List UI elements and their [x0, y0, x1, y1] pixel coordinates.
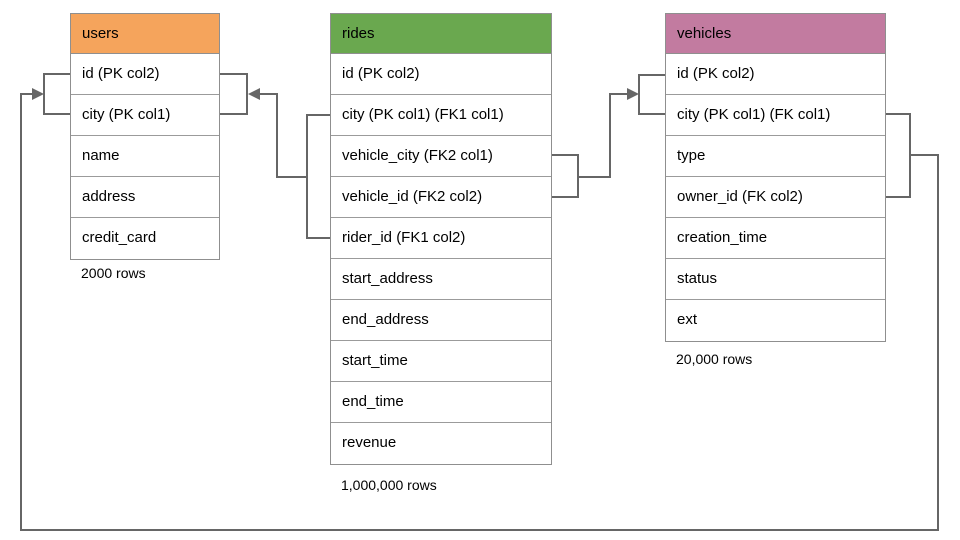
- rides-vehicles-link-line: [578, 93, 628, 178]
- arrowhead-into-users-right: [248, 88, 260, 100]
- table-users: users id (PK col2) city (PK col1) name a…: [70, 13, 220, 260]
- table-rides-row-rider-id: rider_id (FK1 col2): [331, 218, 551, 259]
- table-rides-row-start-address: start_address: [331, 259, 551, 300]
- table-rides-header: rides: [331, 14, 551, 54]
- rides-right-bracket: [552, 154, 579, 198]
- vehicles-users-loop-line: [20, 93, 939, 531]
- vehicles-right-bracket: [886, 113, 911, 198]
- table-users-row-id: id (PK col2): [71, 54, 219, 95]
- users-right-bracket: [220, 73, 248, 115]
- users-row-count: 2000 rows: [81, 265, 146, 281]
- vehicles-left-bracket: [638, 74, 665, 115]
- table-vehicles-row-id: id (PK col2): [666, 54, 885, 95]
- table-rides-row-revenue: revenue: [342, 434, 397, 451]
- table-vehicles-row-owner-id: owner_id (FK col2): [666, 177, 885, 218]
- table-vehicles: vehicles id (PK col2) city (PK col1) (FK…: [665, 13, 886, 342]
- table-rides-row-end-time: end_time: [331, 382, 551, 423]
- connector-rides-to-vehicles: [552, 74, 665, 198]
- table-vehicles-row-creation-time: creation_time: [666, 218, 885, 259]
- table-rides: rides id (PK col2) city (PK col1) (FK1 c…: [330, 13, 552, 465]
- table-users-row-credit-card: credit_card: [82, 229, 157, 246]
- table-vehicles-header: vehicles: [666, 14, 885, 54]
- connector-rides-to-users: [220, 73, 330, 239]
- table-vehicles-row-city: city (PK col1) (FK col1): [666, 95, 885, 136]
- arrowhead-into-users-left: [32, 88, 44, 100]
- table-rides-row-id: id (PK col2): [331, 54, 551, 95]
- rides-left-bracket: [306, 114, 330, 239]
- table-vehicles-row-ext: ext: [677, 311, 698, 328]
- table-users-row-name: name: [71, 136, 219, 177]
- table-users-row-address: address: [71, 177, 219, 218]
- rides-row-count: 1,000,000 rows: [341, 477, 437, 493]
- table-users-header: users: [71, 14, 219, 54]
- table-rides-row-vehicle-city: vehicle_city (FK2 col1): [331, 136, 551, 177]
- table-rides-row-vehicle-id: vehicle_id (FK2 col2): [331, 177, 551, 218]
- table-vehicles-row-type: type: [666, 136, 885, 177]
- users-left-bracket: [43, 73, 70, 115]
- table-rides-row-city: city (PK col1) (FK1 col1): [331, 95, 551, 136]
- table-users-row-city: city (PK col1): [71, 95, 219, 136]
- table-rides-row-start-time: start_time: [331, 341, 551, 382]
- vehicles-row-count: 20,000 rows: [676, 351, 753, 367]
- rides-users-link-line: [259, 93, 307, 178]
- table-rides-row-end-address: end_address: [331, 300, 551, 341]
- arrowhead-into-vehicles-left: [627, 88, 639, 100]
- table-vehicles-row-status: status: [666, 259, 885, 300]
